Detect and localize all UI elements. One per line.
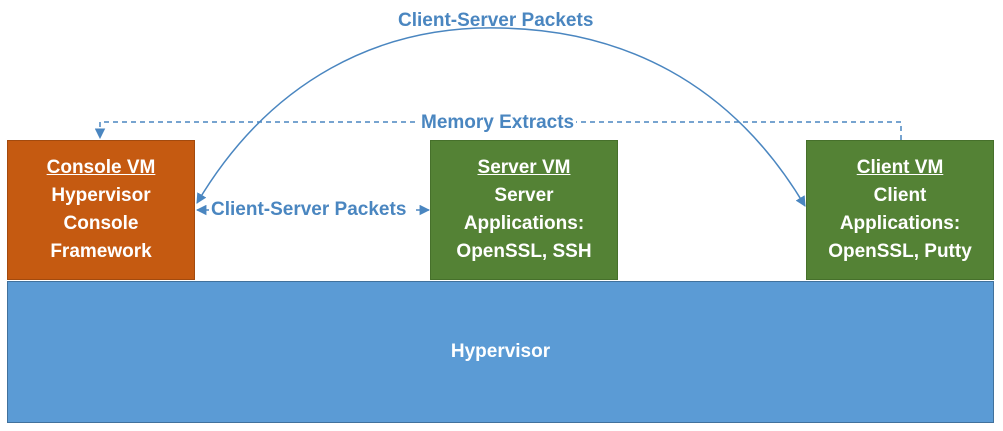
memory-extracts-label: Memory Extracts <box>419 111 577 135</box>
top-packets-label: Client-Server Packets <box>398 10 594 31</box>
console-vm-box: Console VM Hypervisor Console Framework <box>7 140 195 280</box>
hypervisor-label: Hypervisor <box>450 341 551 362</box>
client-vm-line-1: Client <box>873 185 927 206</box>
client-vm-title: Client VM <box>856 157 944 178</box>
server-vm-box: Server VM Server Applications: OpenSSL, … <box>430 140 618 280</box>
console-vm-line-1: Hypervisor <box>51 185 151 206</box>
hypervisor-box: Hypervisor <box>7 281 994 423</box>
console-vm-line-3: Framework <box>50 241 152 262</box>
server-vm-line-3: OpenSSL, SSH <box>456 241 592 262</box>
server-vm-title: Server VM <box>477 157 571 178</box>
client-vm-line-3: OpenSSL, Putty <box>828 241 972 262</box>
client-vm-box: Client VM Client Applications: OpenSSL, … <box>806 140 994 280</box>
top-packets-arrow <box>196 27 806 207</box>
server-vm-line-1: Server <box>494 185 554 206</box>
mid-packets-label: Client-Server Packets <box>211 199 407 220</box>
client-vm-line-2: Applications: <box>839 213 961 234</box>
console-vm-line-2: Console <box>63 213 139 234</box>
console-vm-title: Console VM <box>46 157 156 178</box>
server-vm-line-2: Applications: <box>463 213 585 234</box>
